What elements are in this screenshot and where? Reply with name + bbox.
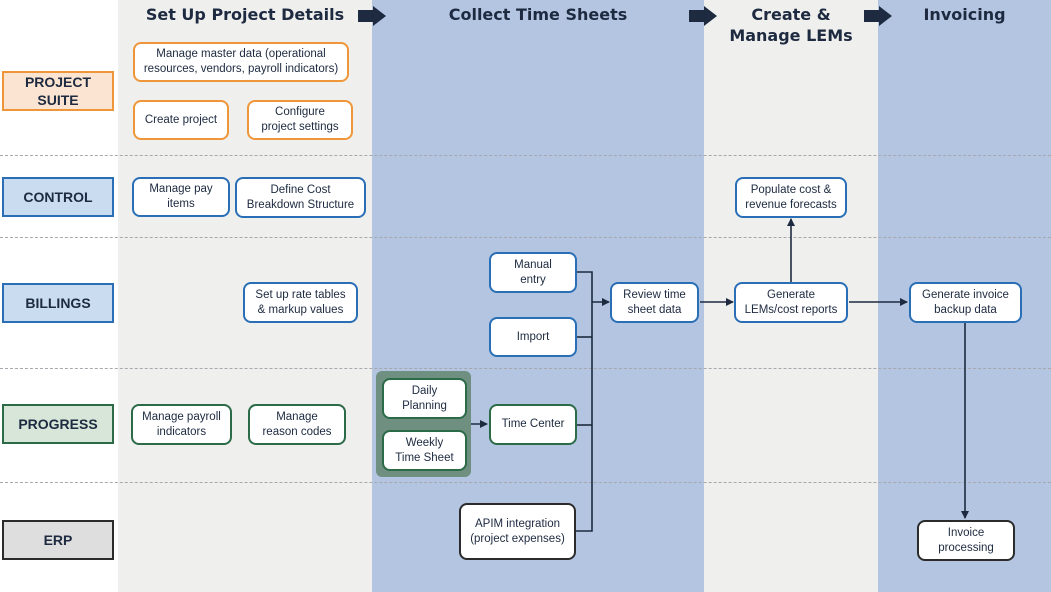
box-review-timesheet-data: Review time sheet data [610, 282, 699, 323]
box-manage-pay-items: Manage pay items [132, 177, 230, 217]
lane-divider [0, 155, 1051, 156]
box-import: Import [489, 317, 577, 357]
box-manage-reason-codes: Manage reason codes [248, 404, 346, 445]
suite-label-project-suite: PROJECT SUITE [2, 71, 114, 111]
box-manage-master-data: Manage master data (operational resource… [133, 42, 349, 82]
box-manual-entry: Manual entry [489, 252, 577, 293]
lane-divider [0, 368, 1051, 369]
box-configure-project-settings: Configure project settings [247, 100, 353, 140]
box-apim-integration: APIM integration (project expenses) [459, 503, 576, 560]
phase-arrow-icon [689, 6, 717, 26]
lane-divider [0, 237, 1051, 238]
box-weekly-timesheet: Weekly Time Sheet [382, 430, 467, 471]
box-generate-invoice-backup: Generate invoice backup data [909, 282, 1022, 323]
box-setup-rate-tables: Set up rate tables & markup values [243, 282, 358, 323]
phase-arrow-icon [358, 6, 386, 26]
suite-label-progress: PROGRESS [2, 404, 114, 444]
phase-title-invoicing: Invoicing [923, 5, 1006, 24]
box-invoice-processing: Invoice processing [917, 520, 1015, 561]
phase-arrow-icon [864, 6, 892, 26]
phase-title-lems: Create & Manage LEMs [729, 5, 853, 45]
connector-line [576, 271, 593, 532]
suite-label-erp: ERP [2, 520, 114, 560]
box-create-project: Create project [133, 100, 229, 140]
box-populate-forecasts: Populate cost & revenue forecasts [735, 177, 847, 218]
box-daily-planning: Daily Planning [382, 378, 467, 419]
lane-divider [0, 482, 1051, 483]
box-manage-payroll-indicators: Manage payroll indicators [131, 404, 232, 445]
box-generate-lems: Generate LEMs/cost reports [734, 282, 848, 323]
phase-title-setup: Set Up Project Details [145, 5, 345, 24]
box-define-cbs: Define Cost Breakdown Structure [235, 177, 366, 218]
box-time-center: Time Center [489, 404, 577, 445]
suite-label-control: CONTROL [2, 177, 114, 217]
suite-label-billings: BILLINGS [2, 283, 114, 323]
phase-title-collect: Collect Time Sheets [448, 5, 628, 24]
